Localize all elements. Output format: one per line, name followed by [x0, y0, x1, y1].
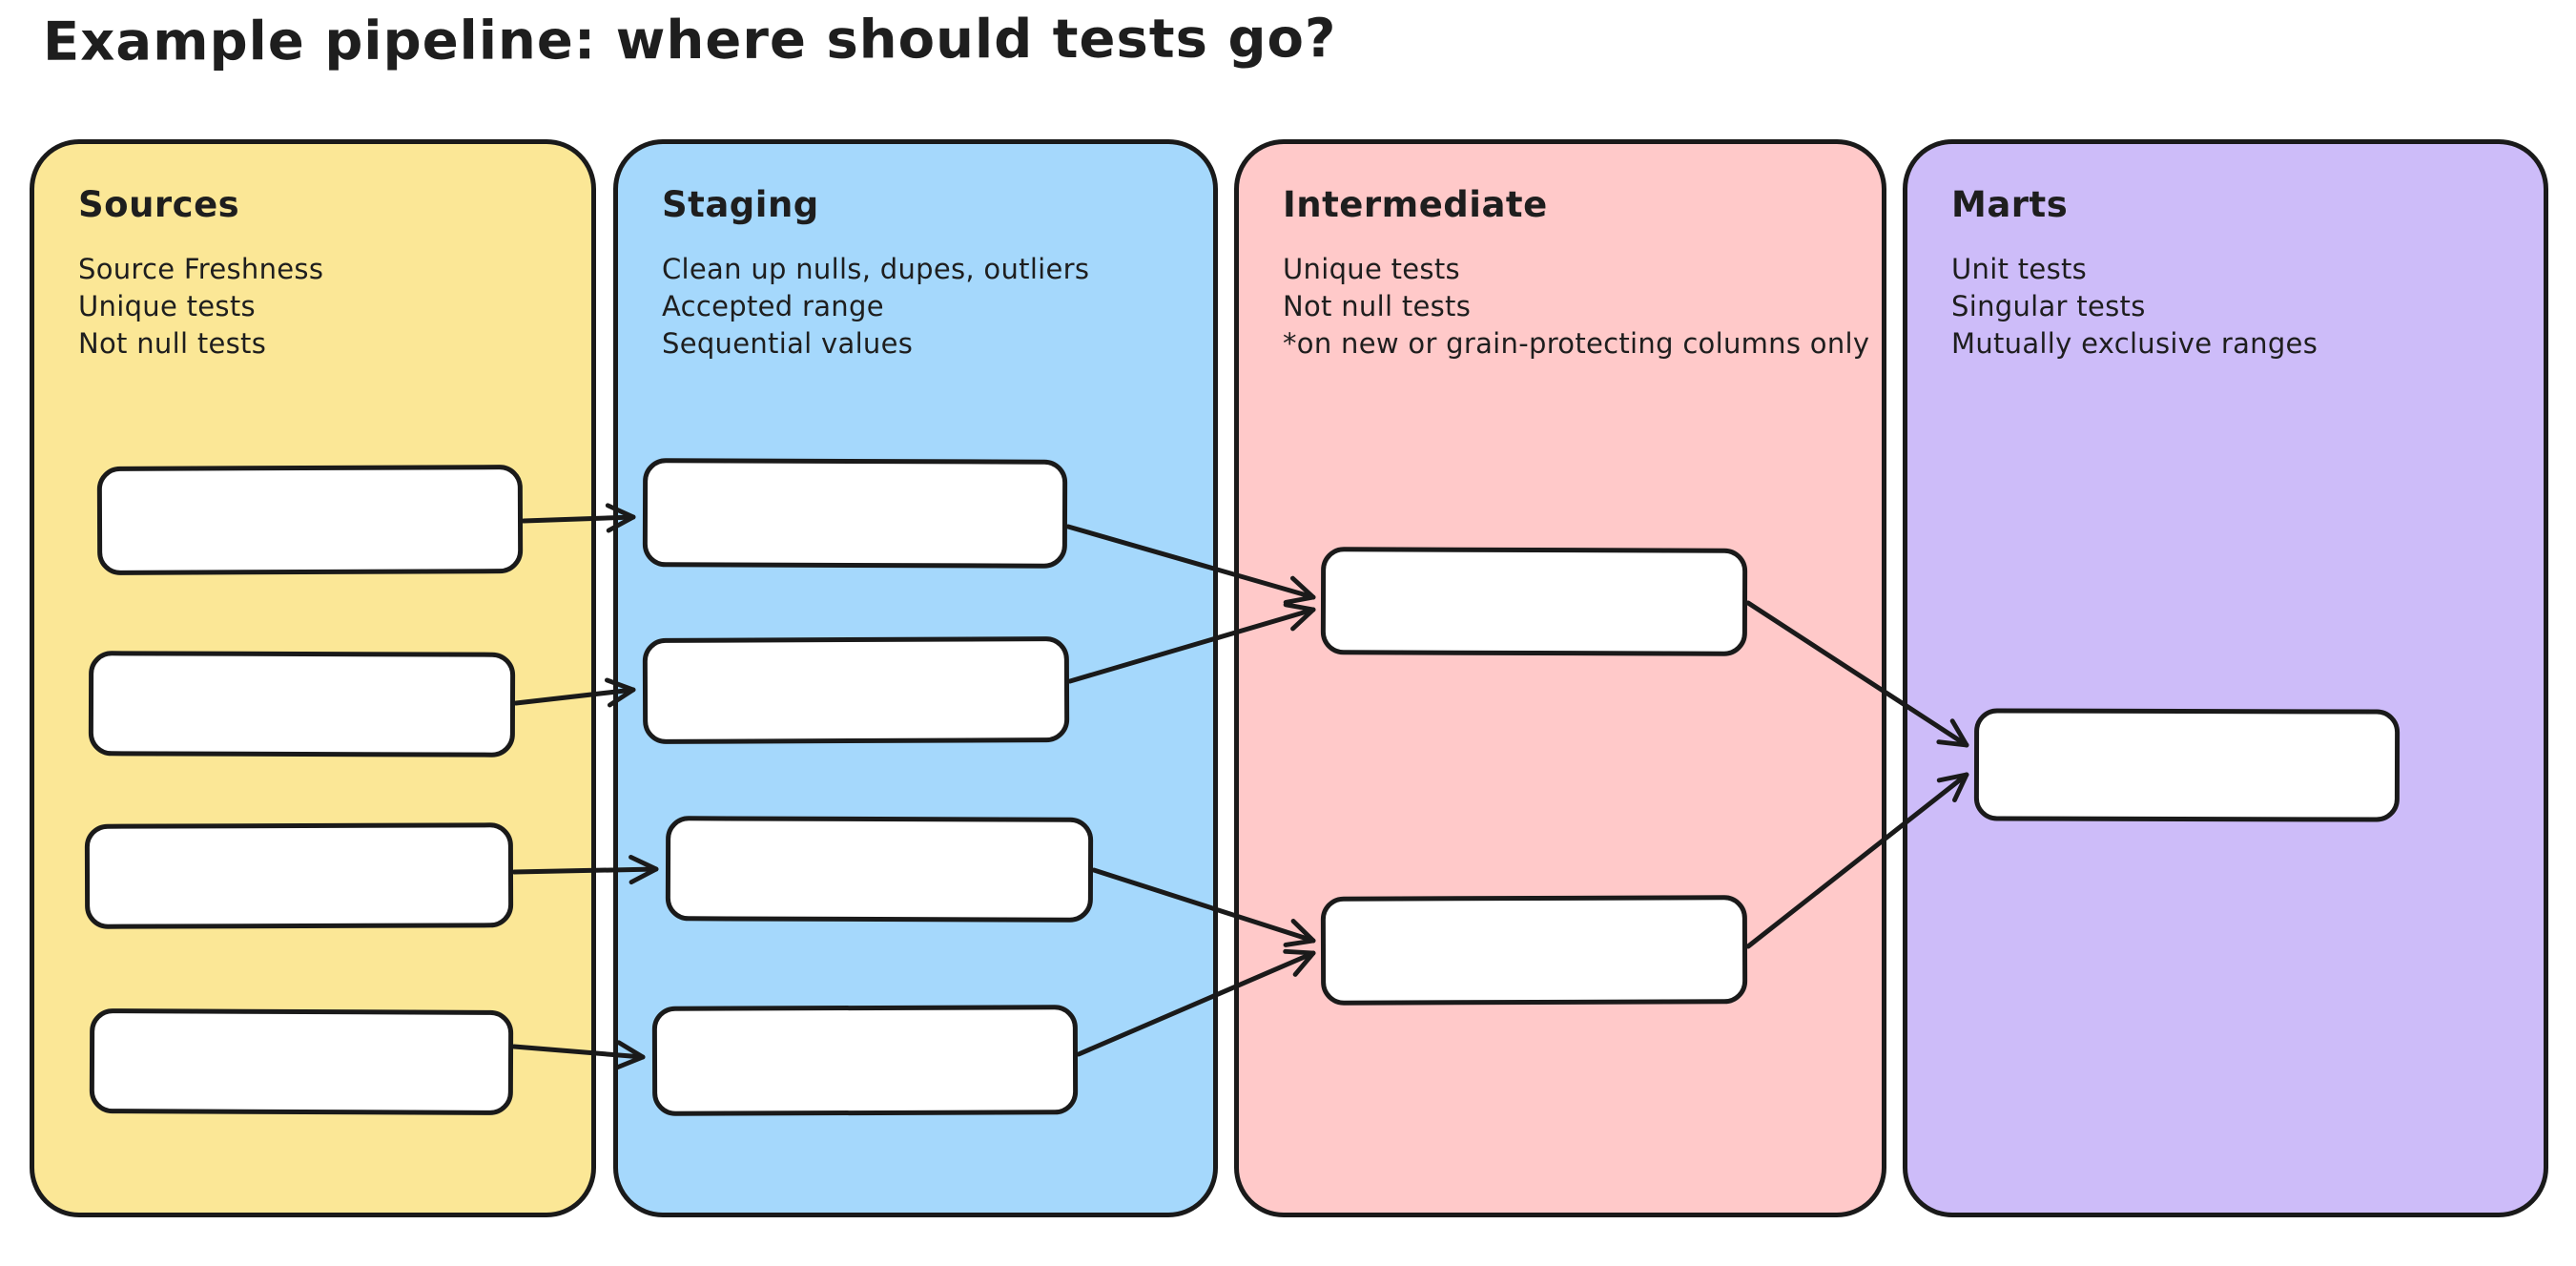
- note-line: Source Freshness: [78, 253, 324, 285]
- sources-box-3: [84, 822, 514, 929]
- sources-box-1: [96, 465, 524, 575]
- note-line: Accepted range: [662, 290, 884, 322]
- staging-box-4: [651, 1005, 1079, 1116]
- note-line: Sequential values: [662, 327, 914, 360]
- note-line: Singular tests: [1951, 290, 2146, 322]
- panel-staging-title: Staging: [662, 184, 819, 225]
- panel-intermediate: Intermediate Unique tests Not null tests…: [1234, 139, 1886, 1217]
- panel-intermediate-title: Intermediate: [1283, 184, 1548, 225]
- note-line: Mutually exclusive ranges: [1951, 327, 2318, 360]
- note-line: *on new or grain-protecting columns only: [1283, 327, 1870, 360]
- panel-staging-notes: Clean up nulls, dupes, outliers Accepted…: [662, 251, 1171, 363]
- staging-box-1: [642, 458, 1068, 569]
- note-line: Not null tests: [1283, 290, 1472, 322]
- panel-marts: Marts Unit tests Singular tests Mutually…: [1903, 139, 2548, 1217]
- panel-marts-notes: Unit tests Singular tests Mutually exclu…: [1951, 251, 2502, 363]
- note-line: Unit tests: [1951, 253, 2088, 285]
- marts-box-1: [1973, 708, 2401, 822]
- panel-sources-notes: Source Freshness Unique tests Not null t…: [78, 251, 549, 363]
- intermediate-box-1: [1320, 547, 1748, 656]
- note-line: Clean up nulls, dupes, outliers: [662, 253, 1090, 285]
- panel-sources-title: Sources: [78, 184, 240, 225]
- sources-box-4: [89, 1008, 514, 1115]
- panel-intermediate-notes: Unique tests Not null tests *on new or g…: [1283, 251, 1870, 363]
- note-line: Not null tests: [78, 327, 267, 360]
- intermediate-box-2: [1320, 895, 1748, 1006]
- staging-box-3: [665, 816, 1094, 923]
- note-line: Unique tests: [78, 290, 256, 322]
- panel-marts-title: Marts: [1951, 184, 2069, 225]
- diagram-title: Example pipeline: where should tests go?: [42, 8, 1337, 73]
- staging-box-2: [642, 636, 1070, 744]
- note-line: Unique tests: [1283, 253, 1460, 285]
- sources-box-2: [88, 651, 516, 758]
